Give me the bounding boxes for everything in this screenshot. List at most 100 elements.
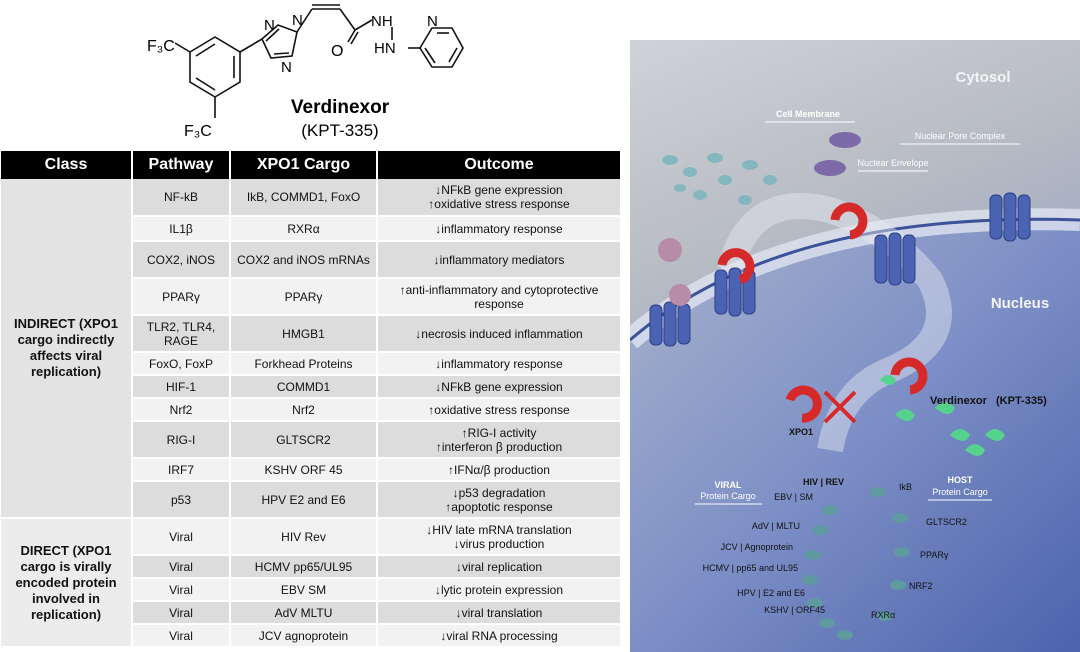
atom-n4: N [427,13,438,30]
arrow-down-icon: ↓ [435,221,442,236]
cargo-cell: AdV MLTU [230,601,378,625]
outcome-cell: ↓lytic protein expression [377,578,622,602]
outcome-line: ↓virus production [380,537,618,551]
host-label-ikb: IkB [899,482,912,492]
outcome-text: apoptotic response [451,499,553,514]
host-label-gltscr2: GLTSCR2 [926,517,967,527]
outcome-cell: ↑anti-inflammatory and cytoprotective re… [377,278,622,316]
arrow-down-icon: ↓ [455,605,462,620]
class-direct: DIRECT (XPO1 cargo is virally encoded pr… [1,518,133,648]
cargo-cell: GLTSCR2 [230,421,378,459]
compound-name: Verdinexor [291,97,390,118]
outcome-text: viral RNA processing [446,628,558,643]
arrow-down-icon: ↓ [415,326,422,341]
verdinexor-molecules [880,375,1005,456]
outcome-text: viral translation [461,605,543,620]
compound-code: (KPT-335) [301,121,378,140]
outcome-text: NFkB gene expression [441,379,563,394]
outcome-cell: ↓viral translation [377,601,622,625]
cytosol-label: Cytosol [955,69,1010,86]
cargo-cell: KSHV ORF 45 [230,458,378,482]
host-cargo-subtitle: Protein Cargo [932,487,988,497]
outcome-cell: ↓inflammatory mediators [377,241,622,279]
cf3-bottom-label: F₃C [184,123,212,140]
virus-particles [658,238,691,306]
outcome-text: lytic protein expression [440,582,564,597]
pathway-cell: Viral [132,601,231,625]
pathway-cell: TLR2, TLR4, RAGE [132,315,231,353]
nucleus-label: Nucleus [991,295,1049,312]
outcome-text: RIG-I activity [467,425,537,440]
viral-cargo-subtitle: Protein Cargo [700,491,756,501]
arrow-up-icon: ↑ [448,462,455,477]
atom-o: O [331,43,343,60]
outcome-line: ↑RIG-I activity [380,426,618,440]
outcome-text: anti-inflammatory and cytoprotective res… [405,282,599,311]
arrow-down-icon: ↓ [452,485,459,500]
npc-label: Nuclear Pore Complex [915,131,1006,141]
cargo-cell: Forkhead Proteins [230,352,378,376]
arrow-up-icon: ↑ [435,439,442,454]
outcome-cell: ↓inflammatory response [377,216,622,242]
pathway-cell: PPARγ [132,278,231,316]
outcome-line: ↓inflammatory response [380,357,618,371]
outcome-cell: ↑IFNα/β production [377,458,622,482]
export-path [717,193,952,453]
pathway-cell: HIF-1 [132,375,231,399]
nuclear-envelope-label: Nuclear Envelope [857,158,928,168]
pathway-cell: Viral [132,518,231,556]
outcome-line: ↓p53 degradation [380,486,618,500]
pathway-cell: Nrf2 [132,398,231,422]
outcome-text: p53 degradation [458,485,546,500]
cargo-cell: COMMD1 [230,375,378,399]
nuclear-pore-4 [989,192,1031,242]
outcome-text: oxidative stress response [434,402,570,417]
arrow-down-icon: ↓ [440,628,447,643]
outcome-line: ↑IFNα/β production [380,463,618,477]
outcome-text: NFkB gene expression [441,183,563,197]
header-cargo: XPO1 Cargo [230,151,378,179]
cell-membrane-label: Cell Membrane [776,109,840,119]
host-cargo-title: HOST [947,475,973,485]
outcome-line: ↑apoptotic response [380,500,618,514]
outcome-line: ↓inflammatory response [380,222,618,236]
header-class: Class [1,151,133,179]
cargo-cell: HIV Rev [230,518,378,556]
outcome-text: inflammatory response [441,356,563,371]
outcome-cell: ↓NFkB gene expression↑oxidative stress r… [377,179,622,217]
outcome-cell: ↓p53 degradation↑apoptotic response [377,481,622,519]
arrow-down-icon: ↓ [426,522,433,537]
class-indirect: INDIRECT (XPO1 cargo indirectly affects … [1,179,133,519]
cargo-cell: COX2 and iNOS mRNAs [230,241,378,279]
outcome-line: ↑anti-inflammatory and cytoprotective re… [380,283,618,311]
outcome-line: ↓necrosis induced inflammation [380,327,618,341]
outcome-line: ↓viral RNA processing [380,629,618,643]
cargo-cell: Nrf2 [230,398,378,422]
outcome-line: ↓NFkB gene expression [380,183,618,197]
viral-label-ebv: EBV | SM [774,492,813,502]
cargo-cell: IkB, COMMD1, FoxO [230,179,378,217]
xpo1-inhibited [785,385,822,423]
arrow-down-icon: ↓ [453,536,460,551]
outcome-cell: ↑oxidative stress response [377,398,622,422]
outcome-text: interferon β production [441,439,563,454]
arrow-down-icon: ↓ [433,252,440,267]
atom-n1: N [264,17,275,34]
outcome-line: ↓NFkB gene expression [380,380,618,394]
outcome-line: ↓viral translation [380,606,618,620]
xpo1-mechanism-illustration: Cytosol Nucleus Cell Membrane Nuclear Po… [630,40,1080,652]
viral-label-hpv: HPV | E2 and E6 [737,588,805,598]
outcome-cell: ↓NFkB gene expression [377,375,622,399]
cytosolic-cargo-cluster [662,153,777,205]
header-pathway: Pathway [132,151,231,179]
atom-n2: N [292,12,303,29]
outcome-cell: ↓HIV late mRNA translation↓virus product… [377,518,622,556]
outcome-line: ↑oxidative stress response [380,403,618,417]
